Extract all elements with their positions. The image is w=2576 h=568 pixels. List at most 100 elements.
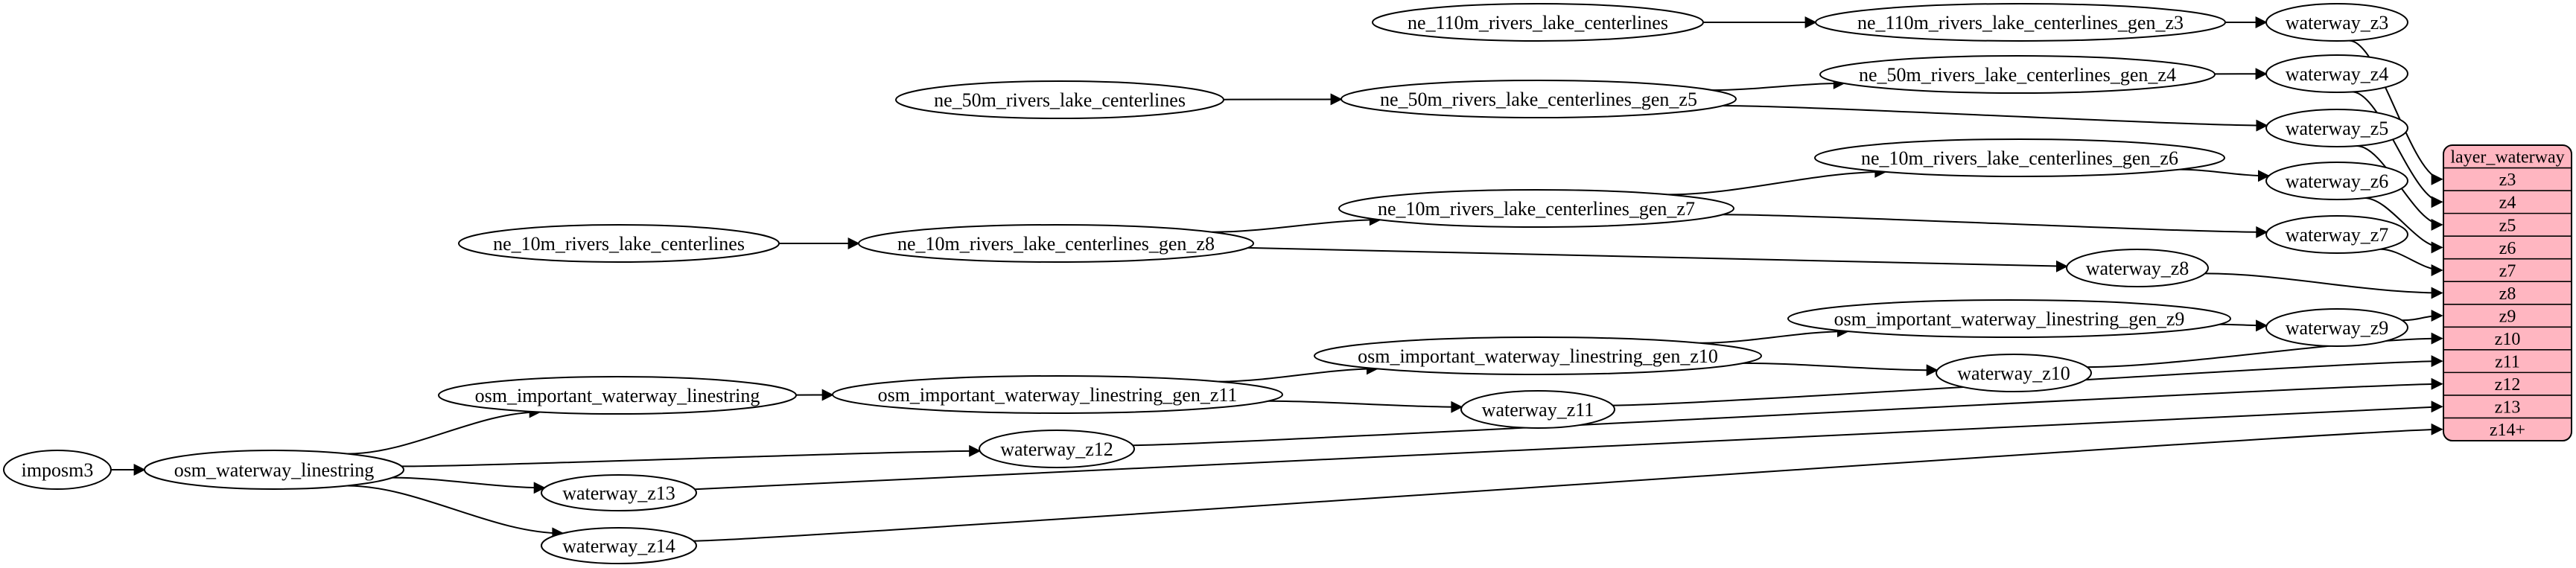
edge-osm_important_waterway_linestring_gen_z9-to-waterway_z9 — [2219, 319, 2268, 332]
layer-waterway-row-z13: z13 — [2495, 398, 2521, 418]
node-ellipse-ne_110m_rivers_lake_centerlines_gen_z3 — [1815, 3, 2226, 42]
edge-ne_10m_rivers_lake_centerlines_gen_z6-to-waterway_z6 — [2179, 168, 2270, 182]
node-label-ne_50m_rivers_lake_centerlines: ne_50m_rivers_lake_centerlines — [934, 89, 1186, 111]
node-label-waterway_z13: waterway_z13 — [562, 482, 675, 504]
node-label-ne_110m_rivers_lake_centerlines: ne_110m_rivers_lake_centerlines — [1408, 12, 1668, 33]
node-ne_10m_rivers_lake_centerlines_gen_z8: ne_10m_rivers_lake_centerlines_gen_z8 — [858, 224, 1254, 263]
node-label-waterway_z6: waterway_z6 — [2286, 170, 2389, 192]
node-ellipse-ne_50m_rivers_lake_centerlines_gen_z5 — [1341, 80, 1737, 118]
edge-ne_50m_rivers_lake_centerlines_gen_z5-to-ne_50m_rivers_lake_centerlines_gen_z4 — [1711, 77, 1845, 92]
edge-osm_important_waterway_linestring_gen_z10-to-osm_important_waterway_linestring_gen_z9 — [1699, 325, 1849, 344]
edge-osm_waterway_linestring-to-osm_important_waterway_linestring — [347, 406, 541, 455]
layer-waterway-row-z3: z3 — [2499, 170, 2516, 190]
node-ellipse-waterway_z11 — [1460, 390, 1615, 429]
layer-waterway-title: layer_waterway — [2450, 148, 2564, 167]
node-ellipse-waterway_z8 — [2066, 249, 2209, 287]
node-waterway_z3: waterway_z3 — [2265, 3, 2408, 42]
node-label-waterway_z5: waterway_z5 — [2286, 118, 2389, 139]
record-node-layer: layer_waterwayz3z4z5z6z7z8z9z10z11z12z13… — [2443, 144, 2572, 441]
node-waterway_z5: waterway_z5 — [2265, 109, 2408, 147]
node-label-ne_50m_rivers_lake_centerlines_gen_z4: ne_50m_rivers_lake_centerlines_gen_z4 — [1859, 64, 2176, 86]
node-waterway_z10: waterway_z10 — [1936, 354, 2092, 392]
node-waterway_z9: waterway_z9 — [2265, 308, 2408, 347]
node-ellipse-ne_10m_rivers_lake_centerlines_gen_z8 — [858, 224, 1254, 263]
node-ellipse-waterway_z9 — [2265, 308, 2408, 347]
node-label-osm_important_waterway_linestring: osm_important_waterway_linestring — [475, 385, 760, 406]
layer-waterway-row-z4: z4 — [2499, 194, 2516, 213]
node-label-ne_10m_rivers_lake_centerlines_gen_z6: ne_10m_rivers_lake_centerlines_gen_z6 — [1861, 147, 2178, 169]
node-ne_50m_rivers_lake_centerlines: ne_50m_rivers_lake_centerlines — [895, 80, 1224, 119]
node-label-ne_10m_rivers_lake_centerlines: ne_10m_rivers_lake_centerlines — [493, 233, 745, 255]
edge-waterway_z3-to-layer_waterway-z3 — [2349, 39, 2443, 185]
layer-waterway-row-z6: z6 — [2499, 239, 2516, 258]
node-waterway_z11: waterway_z11 — [1460, 390, 1615, 429]
edge-ne_10m_rivers_lake_centerlines_gen_z7-to-waterway_z7 — [1723, 214, 2268, 238]
node-ellipse-imposm3 — [3, 450, 112, 490]
node-label-waterway_z4: waterway_z4 — [2286, 63, 2389, 85]
node-ne_110m_rivers_lake_centerlines: ne_110m_rivers_lake_centerlines — [1372, 3, 1704, 42]
edge-ne_10m_rivers_lake_centerlines_gen_z8-to-waterway_z8 — [1247, 246, 2068, 272]
node-ellipse-ne_10m_rivers_lake_centerlines_gen_z6 — [1814, 138, 2225, 177]
node-ellipse-ne_10m_rivers_lake_centerlines_gen_z7 — [1338, 189, 1734, 228]
node-ellipse-osm_important_waterway_linestring_gen_z11 — [832, 375, 1283, 414]
node-ne_50m_rivers_lake_centerlines_gen_z5: ne_50m_rivers_lake_centerlines_gen_z5 — [1341, 80, 1737, 118]
layer-waterway-row-z5: z5 — [2499, 216, 2516, 235]
node-osm_important_waterway_linestring_gen_z10: osm_important_waterway_linestring_gen_z1… — [1314, 336, 1762, 375]
node-label-ne_10m_rivers_lake_centerlines_gen_z7: ne_10m_rivers_lake_centerlines_gen_z7 — [1378, 198, 1695, 220]
edge-osm_important_waterway_linestring_gen_z11-to-osm_important_waterway_linestring_gen_z10 — [1218, 363, 1378, 383]
node-imposm3: imposm3 — [3, 450, 112, 490]
node-ellipse-osm_important_waterway_linestring — [438, 376, 797, 415]
layer-waterway-record — [2443, 144, 2572, 441]
edges-layer — [110, 16, 2443, 542]
layer-waterway-row-z11: z11 — [2495, 353, 2520, 372]
node-label-osm_important_waterway_linestring_gen_z10: osm_important_waterway_linestring_gen_z1… — [1358, 345, 1718, 367]
node-label-imposm3: imposm3 — [22, 459, 94, 481]
layer-waterway-row-z10: z10 — [2495, 330, 2521, 349]
node-ne_10m_rivers_lake_centerlines_gen_z7: ne_10m_rivers_lake_centerlines_gen_z7 — [1338, 189, 1734, 228]
node-ellipse-ne_50m_rivers_lake_centerlines — [895, 80, 1224, 119]
node-osm_important_waterway_linestring: osm_important_waterway_linestring — [438, 376, 797, 415]
node-osm_important_waterway_linestring_gen_z11: osm_important_waterway_linestring_gen_z1… — [832, 375, 1283, 414]
node-label-waterway_z14: waterway_z14 — [562, 535, 675, 557]
node-label-waterway_z8: waterway_z8 — [2086, 258, 2189, 279]
node-label-waterway_z10: waterway_z10 — [1957, 363, 2070, 384]
layer-waterway-row-z9: z9 — [2499, 307, 2516, 326]
edge-waterway_z8-to-layer_waterway-z8 — [2204, 272, 2443, 299]
node-label-waterway_z7: waterway_z7 — [2286, 224, 2389, 246]
node-ellipse-ne_110m_rivers_lake_centerlines — [1372, 3, 1704, 42]
edge-ne_50m_rivers_lake_centerlines_gen_z5-to-waterway_z5 — [1723, 105, 2268, 132]
edge-waterway_z4-to-layer_waterway-z4 — [2352, 91, 2443, 208]
nodes-layer: imposm3 osm_waterway_linestring osm_import… — [3, 3, 2408, 564]
node-ellipse-waterway_z10 — [1936, 354, 2092, 392]
node-ellipse-ne_50m_rivers_lake_centerlines_gen_z4 — [1819, 55, 2216, 94]
node-ne_10m_rivers_lake_centerlines: ne_10m_rivers_lake_centerlines — [458, 224, 780, 263]
node-ellipse-waterway_z6 — [2265, 162, 2408, 200]
edge-waterway_z12-to-layer_waterway-z12 — [1133, 377, 2443, 447]
edge-ne_10m_rivers_lake_centerlines_gen_z7-to-ne_10m_rivers_lake_centerlines_gen_z6 — [1668, 165, 1887, 196]
edge-osm_important_waterway_linestring_gen_z10-to-waterway_z10 — [1743, 362, 1939, 377]
node-ellipse-waterway_z3 — [2265, 3, 2408, 42]
node-label-osm_important_waterway_linestring_gen_z11: osm_important_waterway_linestring_gen_z1… — [878, 384, 1238, 406]
edge-osm_waterway_linestring-to-waterway_z13 — [392, 476, 546, 494]
node-waterway_z12: waterway_z12 — [979, 430, 1135, 468]
node-label-waterway_z3: waterway_z3 — [2286, 12, 2389, 33]
node-ellipse-waterway_z14 — [541, 527, 697, 564]
node-label-waterway_z11: waterway_z11 — [1482, 399, 1594, 421]
node-waterway_z4: waterway_z4 — [2265, 54, 2408, 93]
node-label-ne_50m_rivers_lake_centerlines_gen_z5: ne_50m_rivers_lake_centerlines_gen_z5 — [1380, 89, 1697, 110]
node-ellipse-waterway_z4 — [2265, 54, 2408, 93]
node-ellipse-waterway_z7 — [2265, 215, 2408, 254]
layer-waterway-row-z12: z12 — [2495, 375, 2521, 395]
node-osm_waterway_linestring: osm_waterway_linestring — [144, 450, 404, 490]
node-label-osm_waterway_linestring: osm_waterway_linestring — [174, 459, 375, 481]
node-ne_10m_rivers_lake_centerlines_gen_z6: ne_10m_rivers_lake_centerlines_gen_z6 — [1814, 138, 2225, 177]
node-ellipse-osm_important_waterway_linestring_gen_z10 — [1314, 336, 1762, 375]
edge-waterway_z7-to-layer_waterway-z7 — [2380, 248, 2443, 276]
node-ellipse-waterway_z5 — [2265, 109, 2408, 147]
node-waterway_z14: waterway_z14 — [541, 527, 697, 564]
node-label-waterway_z9: waterway_z9 — [2286, 317, 2389, 339]
node-waterway_z7: waterway_z7 — [2265, 215, 2408, 254]
node-ne_110m_rivers_lake_centerlines_gen_z3: ne_110m_rivers_lake_centerlines_gen_z3 — [1815, 3, 2226, 42]
edge-ne_10m_rivers_lake_centerlines_gen_z8-to-ne_10m_rivers_lake_centerlines_gen_z7 — [1212, 214, 1381, 233]
